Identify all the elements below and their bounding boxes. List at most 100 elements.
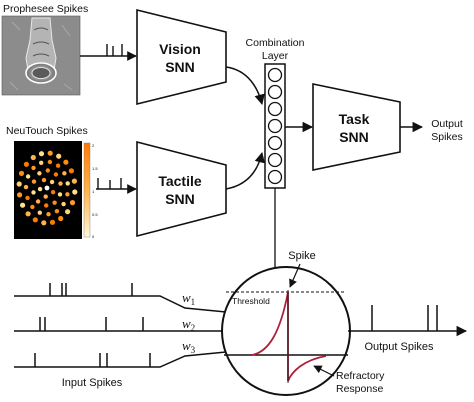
weight-w2: w2 — [182, 316, 195, 333]
taxel — [16, 181, 22, 187]
taxel — [62, 171, 67, 176]
task-snn-line2: SNN — [339, 129, 369, 145]
taxel — [31, 179, 37, 184]
taxel — [57, 192, 63, 197]
taxel — [58, 181, 63, 186]
taxel — [37, 210, 42, 215]
taxel — [71, 178, 77, 184]
combination-layer — [264, 63, 286, 189]
taxel — [50, 190, 56, 195]
taxel — [38, 151, 45, 157]
tactile-snn-line2: SNN — [165, 191, 195, 207]
prophesee-title: Prophesee Spikes — [3, 3, 88, 15]
taxel — [47, 150, 53, 156]
taxel — [37, 186, 43, 192]
taxel — [61, 201, 66, 207]
taxel — [58, 215, 64, 222]
neutouch-colorbar-ticks: 2 1.5 1 0.5 0 — [92, 143, 98, 239]
taxel — [30, 204, 35, 210]
combination-neuron — [267, 67, 283, 83]
taxel — [72, 189, 78, 195]
taxel — [20, 202, 26, 208]
tactile-snn-line1: Tactile — [158, 173, 202, 189]
weight-w3: w3 — [182, 338, 196, 355]
taxel — [49, 219, 56, 225]
taxel — [55, 163, 61, 168]
combination-layer-title-line1: Combination — [246, 37, 305, 49]
combination-neuron — [267, 101, 283, 117]
taxel — [18, 170, 25, 176]
taxel — [39, 160, 44, 165]
taxel — [30, 154, 36, 161]
taxel — [46, 212, 51, 217]
combination-layer-title-line2: Layer — [262, 50, 289, 62]
taxel — [47, 159, 53, 165]
taxel — [43, 194, 48, 199]
taxel — [65, 192, 70, 197]
taxel — [41, 177, 47, 183]
taxel — [45, 168, 50, 173]
taxel — [54, 209, 60, 214]
taxel — [17, 192, 23, 198]
svg-text:0.5: 0.5 — [92, 212, 98, 217]
taxel — [63, 159, 69, 165]
output-spikes-bottom-label: Output Spikes — [364, 341, 434, 353]
svg-text:1.5: 1.5 — [92, 166, 98, 171]
neuron-detail: Threshold — [221, 266, 351, 396]
svg-text:2: 2 — [92, 143, 95, 148]
task-snn-line1: Task — [339, 111, 370, 127]
combination-neuron — [267, 152, 283, 168]
svg-text:0: 0 — [92, 234, 95, 239]
taxel — [25, 195, 30, 201]
vision-snn-line1: Vision — [159, 41, 201, 57]
taxel — [31, 165, 36, 171]
threshold-label: Threshold — [232, 296, 270, 306]
taxel — [37, 171, 42, 176]
output-spikes-top-line2: Spikes — [431, 131, 463, 143]
refractory-annotation-arrow — [313, 365, 335, 377]
tactile-snn-block: Tactile SNN — [136, 140, 227, 238]
weight-w1: w1 — [182, 290, 195, 307]
spike-label: Spike — [288, 250, 316, 262]
tactile-to-combination-arrow — [225, 151, 265, 190]
taxel — [44, 185, 50, 191]
input-spikes-label: Input Spikes — [62, 377, 123, 389]
weight-labels: w1 w2 w3 — [182, 290, 196, 355]
output-spikes-top-line1: Output — [431, 118, 463, 130]
output-spike-train — [371, 305, 438, 331]
vision-to-combination-arrow — [225, 66, 265, 106]
taxel — [41, 220, 47, 226]
task-snn-block: Task SNN — [312, 83, 401, 171]
taxel — [25, 211, 31, 217]
taxel — [23, 161, 29, 167]
taxel — [68, 168, 74, 174]
taxel — [65, 209, 71, 215]
combination-neuron — [267, 169, 283, 185]
input-spike-trains — [14, 283, 227, 368]
neutouch-title: NeuTouch Spikes — [6, 125, 88, 137]
spike-annotation-arrow — [289, 263, 301, 288]
vision-snn-line2: SNN — [165, 59, 195, 75]
taxel — [32, 217, 38, 223]
taxel — [52, 200, 57, 205]
taxel — [35, 199, 41, 204]
taxel — [53, 172, 59, 177]
combination-neuron — [267, 118, 283, 134]
taxel — [25, 174, 31, 179]
neutouch-image — [14, 141, 91, 239]
combination-neuron — [267, 84, 283, 100]
taxel — [23, 184, 29, 190]
taxel — [31, 190, 36, 195]
prophesee-image — [1, 15, 81, 96]
svg-text:1: 1 — [92, 189, 95, 194]
taxel — [49, 179, 55, 185]
taxel — [56, 153, 62, 159]
combination-neuron — [267, 135, 283, 151]
refractory-label-line2: Response — [336, 383, 383, 395]
neutouch-spike-train — [96, 178, 137, 194]
refractory-label-line1: Refractory — [336, 370, 385, 382]
taxel — [65, 181, 70, 186]
taxel — [69, 200, 76, 206]
